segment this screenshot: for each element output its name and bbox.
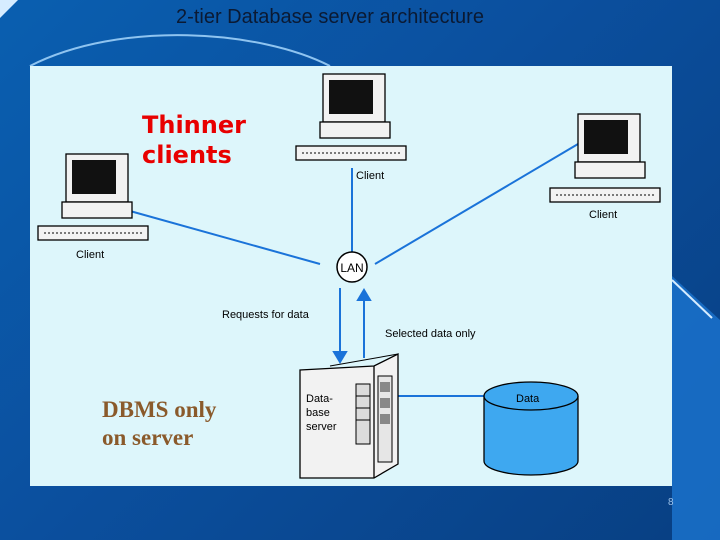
request-arrow — [332, 288, 348, 364]
client-left: Client — [37, 153, 149, 261]
client-middle: Client — [295, 73, 407, 182]
client-right: Client — [549, 113, 661, 221]
response-label: Selected data only — [385, 328, 476, 340]
thinner-clients-line-1: Thinner — [142, 111, 246, 139]
server-label-line-3: server — [306, 421, 337, 433]
response-arrow — [356, 288, 372, 358]
page-number: 8 — [668, 497, 674, 508]
server-label-line-1: Data- — [306, 393, 333, 405]
link-client-right — [374, 143, 579, 265]
client-left-label: Client — [76, 249, 104, 261]
dbms-only-line-2: on server — [102, 425, 194, 450]
data-store: Data — [483, 381, 579, 476]
data-label: Data — [516, 393, 540, 405]
diagram-panel: LAN Requests for data Selected data only… — [30, 66, 672, 486]
dbms-only-line-1: DBMS only — [102, 397, 217, 422]
lan-node: LAN — [336, 251, 368, 283]
dbms-only-annotation: DBMS only on server — [102, 396, 216, 452]
server-label-line-2: base — [306, 407, 330, 419]
thinner-clients-line-2: clients — [142, 141, 232, 169]
database-server: Data- base server — [299, 352, 399, 479]
lan-label: LAN — [340, 261, 363, 275]
request-label: Requests for data — [222, 309, 310, 321]
slide-title: 2-tier Database server architecture — [176, 6, 484, 28]
client-right-label: Client — [589, 209, 617, 221]
architecture-diagram: LAN Requests for data Selected data only… — [37, 73, 661, 479]
thinner-clients-annotation: Thinner clients — [142, 110, 246, 170]
client-middle-label: Client — [356, 170, 384, 182]
link-client-left — [129, 210, 321, 265]
